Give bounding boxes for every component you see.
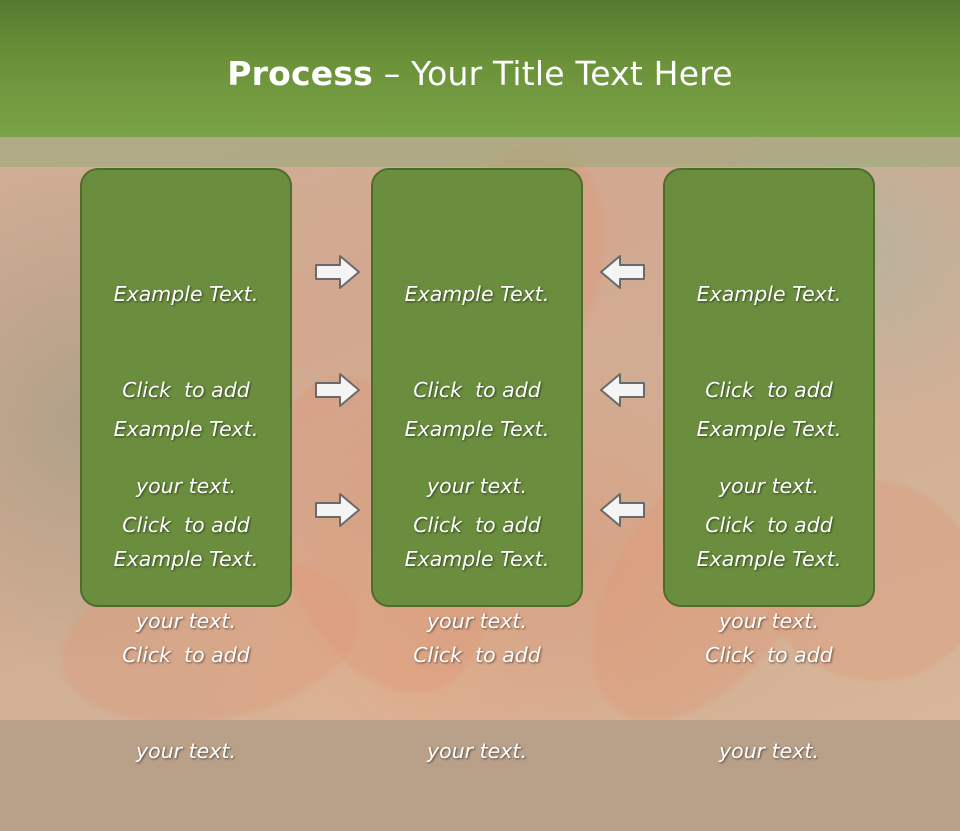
text-line: your text. (427, 474, 527, 498)
right-arrow-icon (315, 373, 360, 407)
text-line: your text. (719, 739, 819, 763)
text-line: Click to add (122, 378, 250, 402)
process-box-right[interactable]: Example Text. Click to add your text. Ex… (663, 168, 875, 763)
slide-title-bold: Process (227, 54, 374, 93)
text-line: Click to add (705, 643, 833, 667)
text-line: Example Text. (113, 417, 259, 441)
process-box-left[interactable]: Example Text. Click to add your text. Ex… (80, 168, 292, 763)
text-line: your text. (136, 739, 236, 763)
text-block[interactable]: Example Text. Click to add your text. (373, 214, 581, 566)
text-line: Click to add (705, 378, 833, 402)
text-line: Click to add (413, 513, 541, 537)
slide-title[interactable]: Process – Your Title Text Here (0, 52, 960, 96)
text-line: Example Text. (404, 547, 550, 571)
title-bar-strip (0, 137, 960, 167)
left-arrow-icon (600, 493, 645, 527)
process-box-center[interactable]: Example Text. Click to add your text. Ex… (371, 168, 583, 763)
text-block[interactable]: Example Text. Click to add your text. (82, 214, 290, 566)
text-line: Example Text. (404, 417, 550, 441)
text-line: Click to add (413, 378, 541, 402)
text-line: Example Text. (696, 417, 842, 441)
text-line: your text. (719, 474, 819, 498)
text-line: Click to add (705, 513, 833, 537)
text-line: Example Text. (113, 282, 259, 306)
left-arrow-icon (600, 255, 645, 289)
text-block[interactable]: Example Text. Click to add your text. (665, 349, 873, 701)
text-line: your text. (136, 474, 236, 498)
text-line: your text. (719, 609, 819, 633)
text-line: Click to add (122, 643, 250, 667)
title-bar (0, 0, 960, 137)
text-block[interactable]: Example Text. Click to add your text. (82, 479, 290, 831)
text-line: Example Text. (404, 282, 550, 306)
text-line: your text. (136, 609, 236, 633)
text-block[interactable]: Example Text. Click to add your text. (82, 349, 290, 701)
text-line: your text. (427, 739, 527, 763)
text-line: Example Text. (696, 282, 842, 306)
slide-title-rest: – Your Title Text Here (373, 54, 733, 93)
text-line: Example Text. (696, 547, 842, 571)
right-arrow-icon (315, 255, 360, 289)
text-block[interactable]: Example Text. Click to add your text. (373, 349, 581, 701)
text-block[interactable]: Example Text. Click to add your text. (665, 479, 873, 831)
text-line: your text. (427, 609, 527, 633)
text-line: Click to add (122, 513, 250, 537)
right-arrow-icon (315, 493, 360, 527)
text-line: Example Text. (113, 547, 259, 571)
text-line: Click to add (413, 643, 541, 667)
text-block[interactable]: Example Text. Click to add your text. (373, 479, 581, 831)
left-arrow-icon (600, 373, 645, 407)
text-block[interactable]: Example Text. Click to add your text. (665, 214, 873, 566)
